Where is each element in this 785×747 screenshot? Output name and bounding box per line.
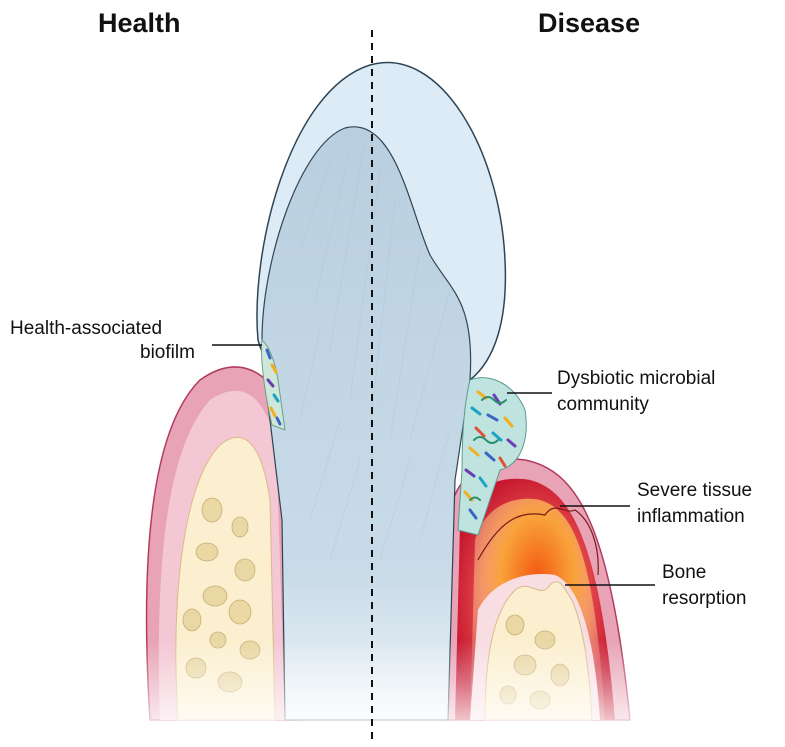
- heading-disease: Disease: [538, 8, 640, 38]
- heading-health: Health: [98, 8, 181, 38]
- label-inflammation: Severe tissue inflammation: [637, 480, 757, 527]
- label-bone: Bone resorption: [662, 562, 747, 609]
- bottom-fade: [0, 640, 785, 747]
- label-dysbiotic: Dysbiotic microbial community: [557, 368, 721, 415]
- label-biofilm: Health-associated biofilm: [10, 318, 195, 363]
